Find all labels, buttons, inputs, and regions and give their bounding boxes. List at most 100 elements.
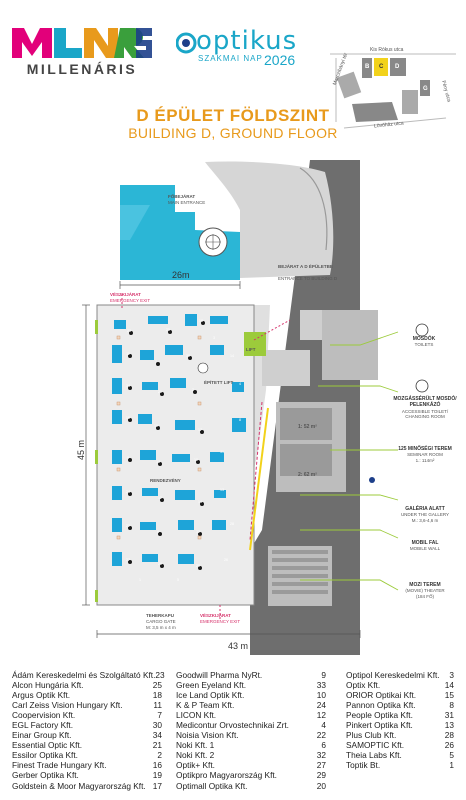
dimension-45m: 45 m [76, 439, 86, 460]
booth-number: 28 [230, 522, 234, 526]
exhibitor-name: Optimall Optika Kft. [176, 780, 248, 791]
exhibitor-row: LICON Kft. 12 [176, 710, 326, 720]
exhibitor-row: Alcon Hungária Kft. 25 [12, 680, 162, 690]
exhibitor-row: Toptik Bt.1 [346, 760, 454, 770]
exhibitor-row: Optix Kft.14 [346, 680, 454, 690]
booth-number: 19 [154, 424, 158, 428]
booth-number: 2 [192, 388, 194, 392]
booth-number: 10 [194, 458, 198, 462]
info-point-icon [369, 477, 375, 483]
exhibitor-name: LICON Kft. [176, 710, 217, 721]
dimension-43m: 43 m [228, 641, 249, 651]
booth-number: 18 [199, 319, 203, 323]
booth-number: 20 [196, 564, 200, 568]
exhibitor-name: Carl Zeiss Vision Hungary Kft. [12, 700, 123, 711]
exhibitor-name: ORIOR Optikai Kft. [346, 690, 417, 701]
booth-number: 1 [139, 578, 141, 582]
locator-building-c: C [379, 64, 384, 70]
exhibitor-name: Toptik Bt. [346, 760, 381, 771]
optikus-wordmark: optikus [196, 26, 298, 56]
exhibitor-row: Goldstein & Moor Magyarország Kft.17 [12, 781, 162, 791]
booth-number: 9 [127, 456, 129, 460]
exhibitor-booth-number: 12 [316, 710, 326, 721]
exhibitor-row: Optikpro Magyarország Kft.29 [176, 770, 326, 780]
exhibitor-booth-number: 5 [449, 750, 454, 761]
exhibitor-row: Optimall Optika Kft. 20 [176, 781, 326, 791]
exhibitor-name: Noki Kft. 2 [176, 750, 215, 761]
main-entrance-label-hu: FŐBEJÁRAT [168, 194, 196, 199]
mobile-wall-label-hu: MOBIL FAL [411, 540, 439, 546]
booth-number: 3 [213, 336, 215, 340]
booth-number: 33 [156, 460, 160, 464]
exhibitor-booth-number: 24 [316, 700, 326, 711]
booth-number: 21 [158, 390, 162, 394]
exhibitor-name: Essilor Optika Kft. [12, 750, 78, 761]
exhibitor-name: Pannon Optika Kft. [346, 700, 416, 711]
exhibitor-booth-number: 25 [152, 680, 162, 691]
exhibitor-row: Optik+ Kft.27 [176, 760, 326, 770]
booth-number: 31 [220, 450, 224, 454]
exhibitor-booth-number: 15 [444, 690, 454, 701]
locator-building-d: D [395, 64, 400, 70]
exhibitor-row: Noisia Vision Kft.22 [176, 730, 326, 740]
booth-number: 27 [126, 558, 130, 562]
booth-number: 34 [126, 384, 130, 388]
gallery-height: M.: 3,6-4,6 m [411, 517, 439, 523]
exhibitor-name: Alcon Hungária Kft. [12, 680, 84, 691]
booth-number: 16 [126, 416, 130, 420]
exhibitor-row: Argus Optik Kft. 18 [12, 690, 162, 700]
booth-number: 13 [220, 488, 224, 492]
mobile-wall-label: MOBIL FAL MOBILE WALL [392, 540, 458, 552]
exhibitor-booth-number: 23 [155, 670, 165, 680]
cinema-label: MOZI TEREM (MOVIE) THEATER (184 FŐ) [392, 582, 458, 600]
locator-street-top: Kis Rókus utca [370, 47, 404, 53]
page-title-en: BUILDING D, GROUND FLOOR [128, 125, 338, 141]
emergency-exit-bottom-hu: VÉSZKIJÁRAT [200, 613, 231, 618]
exhibitor-booth-number: 13 [444, 720, 454, 731]
entrance-d-label-en: ENTRANCE TO BUILDING D [278, 276, 338, 281]
accessible-icon [415, 379, 429, 393]
elevator-label: LIFT [246, 347, 256, 352]
exhibitor-booth-number: 19 [152, 770, 162, 781]
exhibitor-booth-number: 9 [321, 670, 326, 680]
toilets-icon [415, 323, 429, 337]
gallery-label: GALÉRIA ALATT UNDER THE GALLERY M.: 3,6-… [392, 506, 458, 524]
cinema-label-hu: MOZI TEREM [409, 582, 441, 588]
exhibitor-row: Ádám Kereskedelmi és Szolgáltató Kft.23 [12, 670, 165, 680]
exhibitor-name: Argus Optik Kft. [12, 690, 71, 701]
exhibitor-booth-number: 14 [444, 680, 454, 691]
booth-number: 30 [186, 354, 190, 358]
exhibitor-name: Optipol Kereskedelmi Kft. [346, 670, 440, 680]
site-locator-map [330, 53, 456, 129]
booth-number: 14 [198, 500, 202, 504]
exhibitor-name: Optik+ Kft. [176, 760, 215, 771]
exhibitor-booth-number: 20 [316, 780, 326, 791]
booth-number: 6 [157, 530, 159, 534]
exhibitor-name: Goldstein & Moor Magyarország Kft. [12, 780, 146, 791]
exhibitor-row: Optipol Kereskedelmi Kft.3 [346, 670, 454, 680]
gallery-label-hu: GALÉRIA ALATT [405, 506, 445, 512]
exhibitor-row: Einar Group Kft.34 [12, 730, 162, 740]
seminar-label-en: SEMINAR ROOM [407, 452, 443, 458]
exhibitor-name: Ádám Kereskedelmi és Szolgáltató Kft. [12, 670, 156, 680]
stairs-marker-icon [197, 362, 209, 374]
exhibitor-row: Green Eyeland Kft.33 [176, 680, 326, 690]
exhibitor-booth-number: 34 [152, 730, 162, 741]
exhibitor-name: Green Eyeland Kft. [176, 680, 247, 691]
accessible-label-en: ACCESSIBLE TOILET/ CHANGING ROOM [401, 408, 449, 420]
exhibitor-row: Goodwill Pharma NyRt.9 [176, 670, 326, 680]
dimension-26m: 26m [172, 270, 190, 280]
exhibitor-row: Plus Club Kft.28 [346, 730, 454, 740]
exhibitor-booth-number: 18 [152, 690, 162, 701]
seminar-label: 125 MINŐSÉGI TEREM SEMINAR ROOM 1.: 114m… [392, 446, 458, 464]
exhibitor-name: Plus Club Kft. [346, 730, 397, 741]
seminar-size: 1.: 114m² [415, 457, 435, 463]
exhibitor-row: Finest Trade Hungary Kft.16 [12, 760, 162, 770]
exhibitor-name: Essential Optic Kft. [12, 740, 83, 751]
millenaris-wordmark: MILLENÁRIS [26, 61, 138, 77]
exhibitor-booth-number: 6 [321, 740, 326, 751]
exhibitor-booth-number: 30 [152, 720, 162, 731]
exhibitor-row: People Optika Kft.31 [346, 710, 454, 720]
exhibitor-name: EGL Factory Kft. [12, 720, 74, 731]
